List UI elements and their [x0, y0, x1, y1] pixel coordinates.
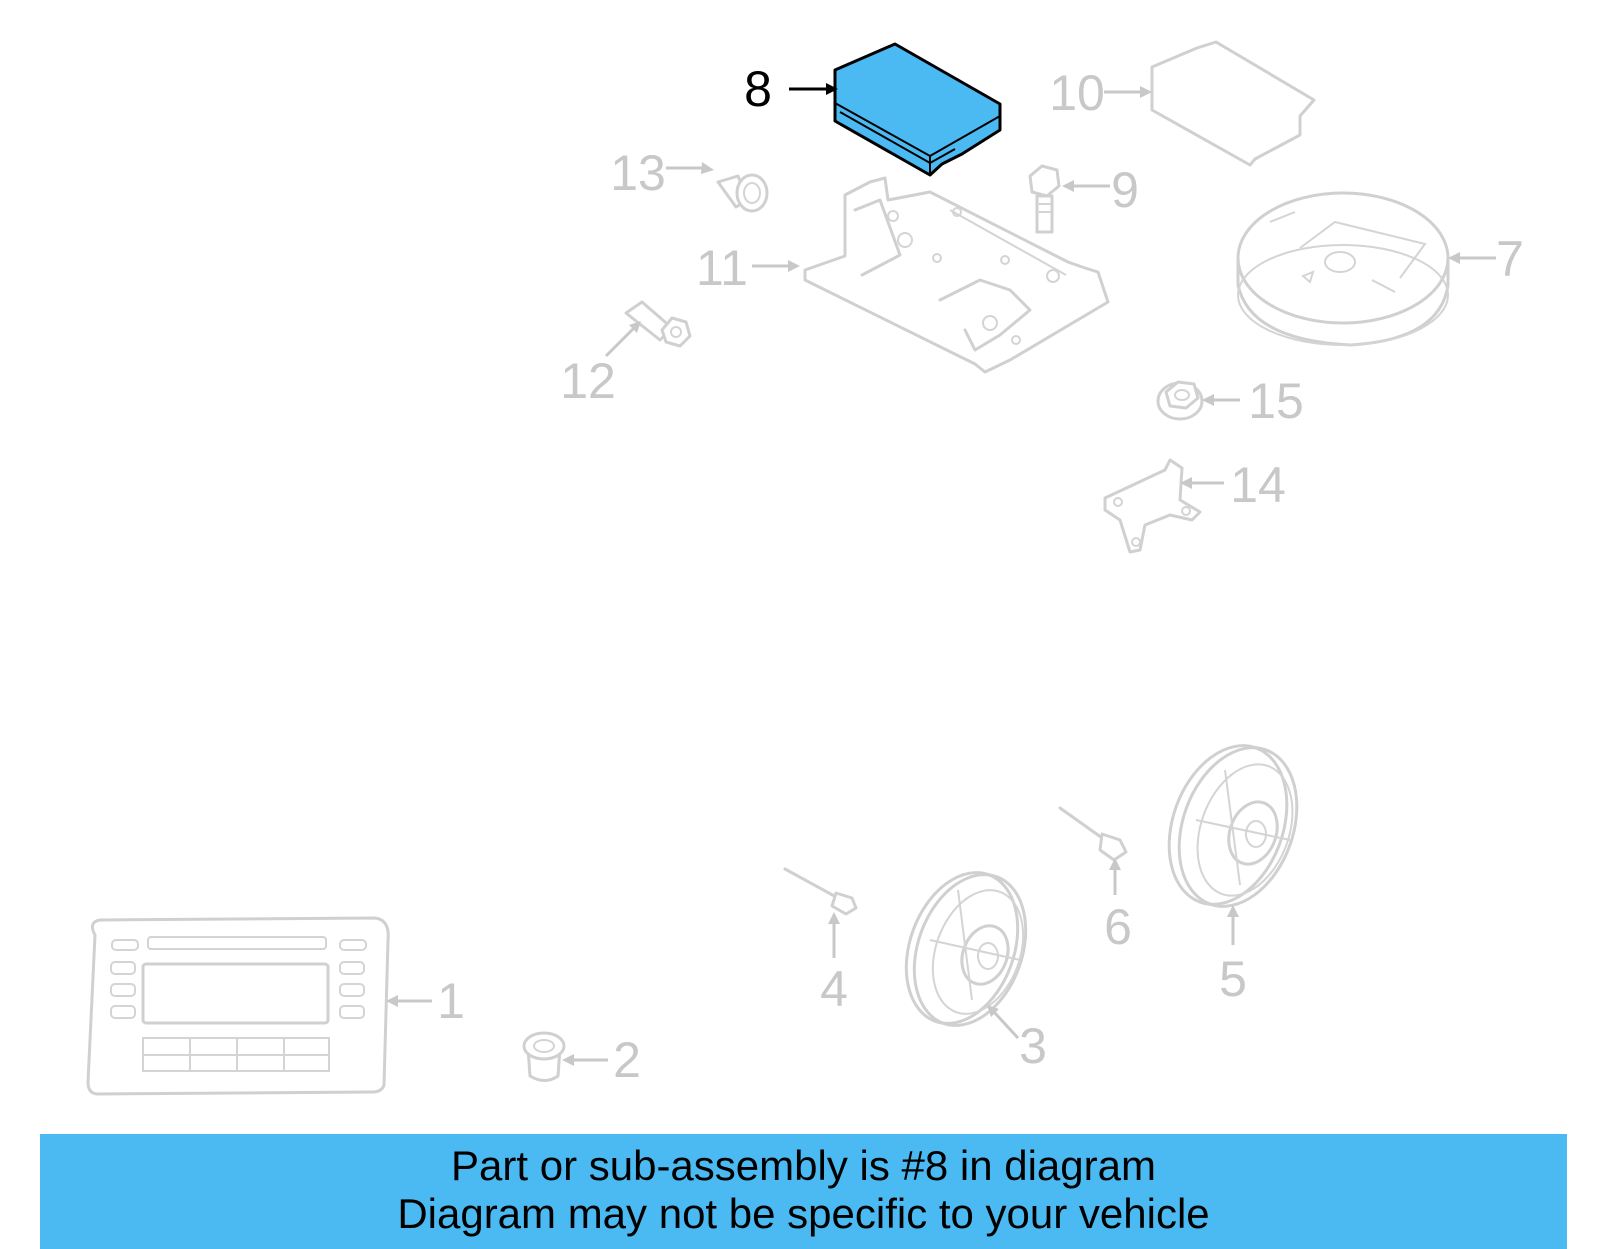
part-10-panel[interactable] [1150, 40, 1316, 167]
part-14-bracket[interactable] [1103, 458, 1202, 554]
info-banner: Part or sub-assembly is #8 in diagram Di… [40, 1134, 1567, 1249]
banner-line-part: Part or sub-assembly is #8 in diagram [451, 1142, 1156, 1189]
banner-line-disclaimer: Diagram may not be specific to your vehi… [397, 1190, 1210, 1237]
callout-8: 8 [744, 61, 772, 117]
callout-14: 14 [1230, 457, 1286, 513]
callout-10: 10 [1049, 65, 1105, 121]
part-5-speaker[interactable] [1148, 729, 1317, 923]
part-6-pin[interactable] [1058, 806, 1128, 862]
part-12-screw[interactable] [624, 300, 692, 348]
callout-4: 4 [820, 961, 848, 1017]
callout-1: 1 [437, 973, 465, 1029]
callout-15: 15 [1248, 373, 1304, 429]
part-7-cover[interactable] [1236, 191, 1450, 347]
leader-lines [386, 83, 1496, 1066]
callout-5: 5 [1219, 951, 1247, 1007]
callout-13: 13 [610, 145, 666, 201]
part-1-radio[interactable] [86, 916, 390, 1096]
part-15-nut[interactable] [1156, 380, 1204, 421]
callout-7: 7 [1496, 231, 1524, 287]
part-9-bolt[interactable] [1028, 164, 1061, 234]
callout-labels: 8 10 13 9 11 12 7 15 14 1 2 3 4 6 5 [437, 61, 1524, 1088]
part-8-module[interactable] [833, 42, 1002, 177]
callout-2: 2 [613, 1032, 641, 1088]
part-11-tray[interactable] [803, 176, 1110, 374]
part-2-bushing[interactable] [522, 1031, 566, 1082]
callout-11: 11 [696, 240, 748, 296]
callout-9: 9 [1111, 162, 1139, 218]
callout-6: 6 [1104, 899, 1132, 955]
callout-12: 12 [560, 353, 616, 409]
part-4-pin[interactable] [783, 867, 858, 916]
callout-3: 3 [1019, 1018, 1047, 1074]
part-3-speaker[interactable] [886, 857, 1045, 1041]
part-13-clip[interactable] [716, 173, 769, 213]
